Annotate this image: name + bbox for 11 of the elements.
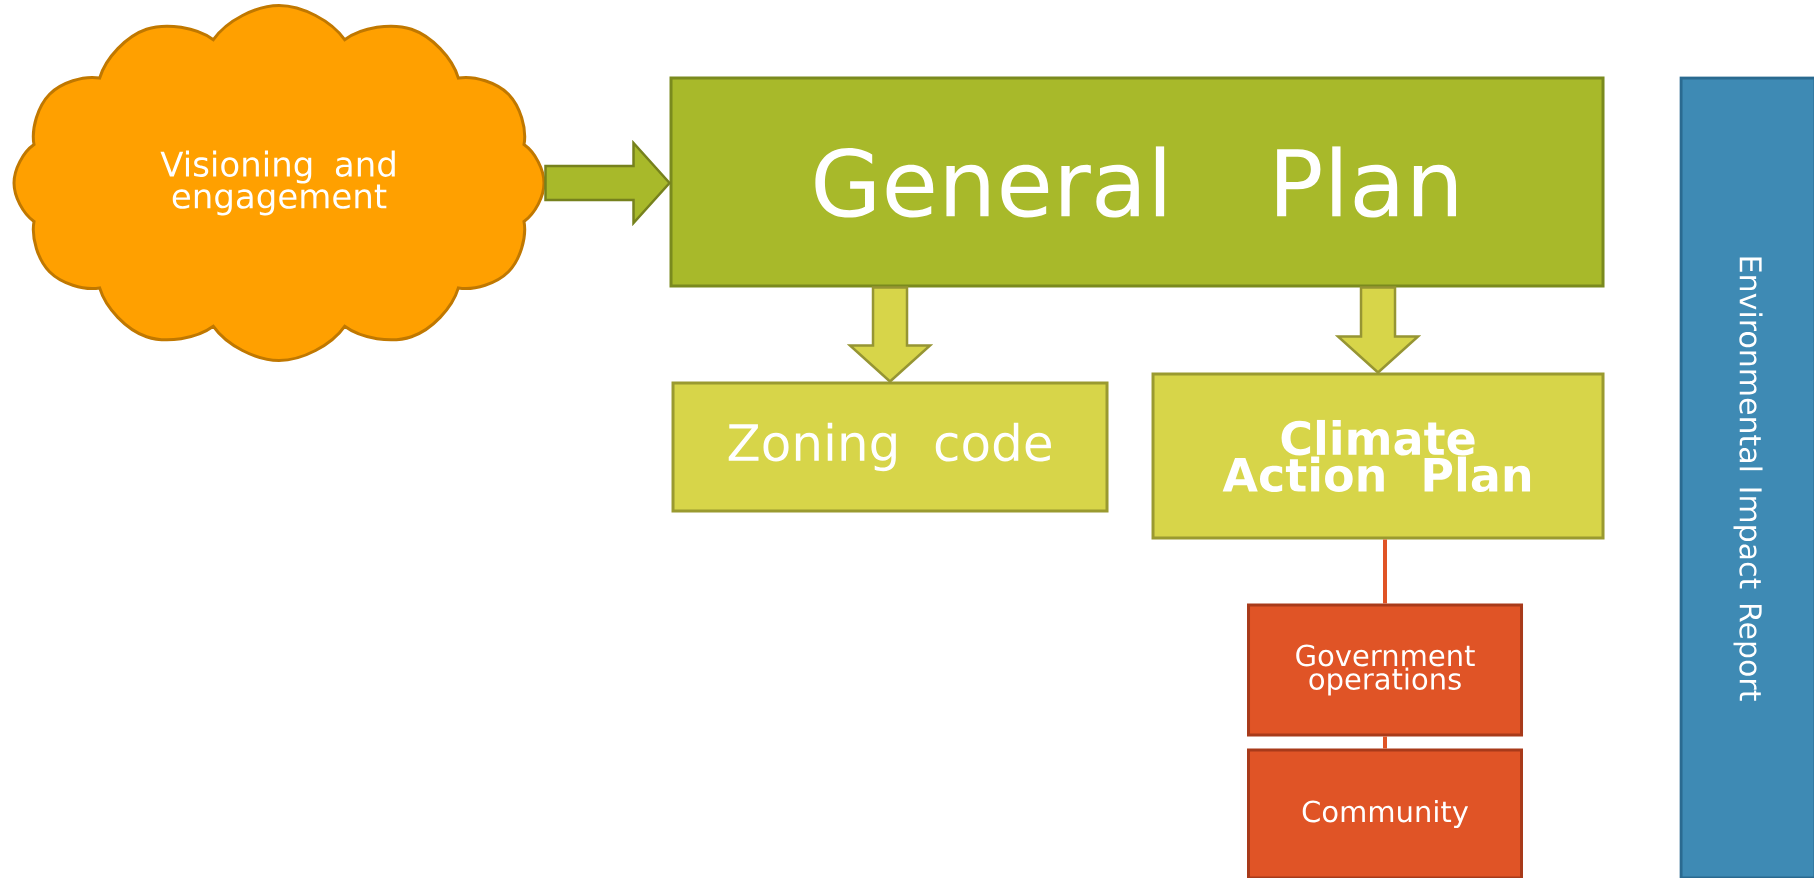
process-box: Government operations [1247,603,1523,737]
process-box: Climate Action Plan [1151,372,1605,540]
connector-line [1383,539,1387,604]
connector-line [1383,736,1387,749]
block-arrow [846,286,934,384]
process-box: Zoning code [671,381,1109,513]
process-box: Community [1247,748,1523,878]
side-bar: Environmental Impact Report [1679,76,1814,878]
process-box: General Plan [669,76,1605,288]
block-arrow [544,139,672,227]
block-arrow [1334,286,1422,375]
